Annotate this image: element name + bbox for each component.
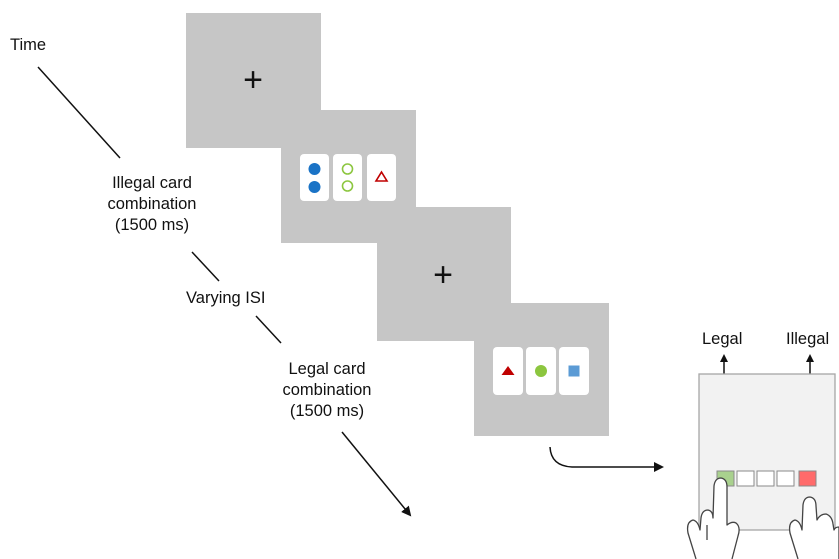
left-hand-icon: [686, 477, 740, 559]
legal-key-label: Legal: [702, 330, 743, 348]
card-red-outline-triangle: [367, 154, 396, 201]
red-filled-triangle-icon: [501, 366, 515, 375]
time-line-1: [37, 66, 121, 159]
neutral-key-3: [776, 470, 795, 487]
response-arrow: [549, 446, 664, 472]
fixation-cross: +: [243, 61, 263, 99]
right-hand-icon: [788, 496, 839, 559]
illegal-key: [798, 470, 817, 487]
legal-combination-screen: [474, 303, 609, 436]
illegal-combination-label: Illegal card combination (1500 ms): [107, 174, 197, 234]
time-line-2: [191, 251, 220, 282]
fixation-screen-1: +: [186, 13, 321, 148]
legal-combination-label: Legal card combination (1500 ms): [282, 360, 372, 420]
time-label: Time: [10, 36, 47, 54]
varying-isi-label: Varying ISI: [186, 289, 266, 307]
card-red-triangle: [493, 347, 523, 395]
card-blue-square: [559, 347, 589, 395]
illegal-key-label: Illegal: [786, 330, 830, 348]
time-line-3: [255, 315, 282, 344]
card-green-outline-circles: [333, 154, 362, 201]
card-green-circle: [526, 347, 556, 395]
green-filled-circle-icon: [535, 365, 547, 377]
blue-filled-circles-icon: [308, 163, 321, 193]
neutral-key-2: [756, 470, 775, 487]
blue-filled-square-icon: [568, 365, 580, 377]
card-blue-circles: [300, 154, 329, 201]
green-outline-circles-icon: [341, 163, 354, 192]
illegal-combination-screen: [281, 110, 416, 243]
neutral-key-1: [736, 470, 755, 487]
fixation-cross: +: [433, 256, 453, 294]
time-arrow: [341, 431, 412, 517]
red-outline-triangle-icon: [374, 170, 389, 182]
